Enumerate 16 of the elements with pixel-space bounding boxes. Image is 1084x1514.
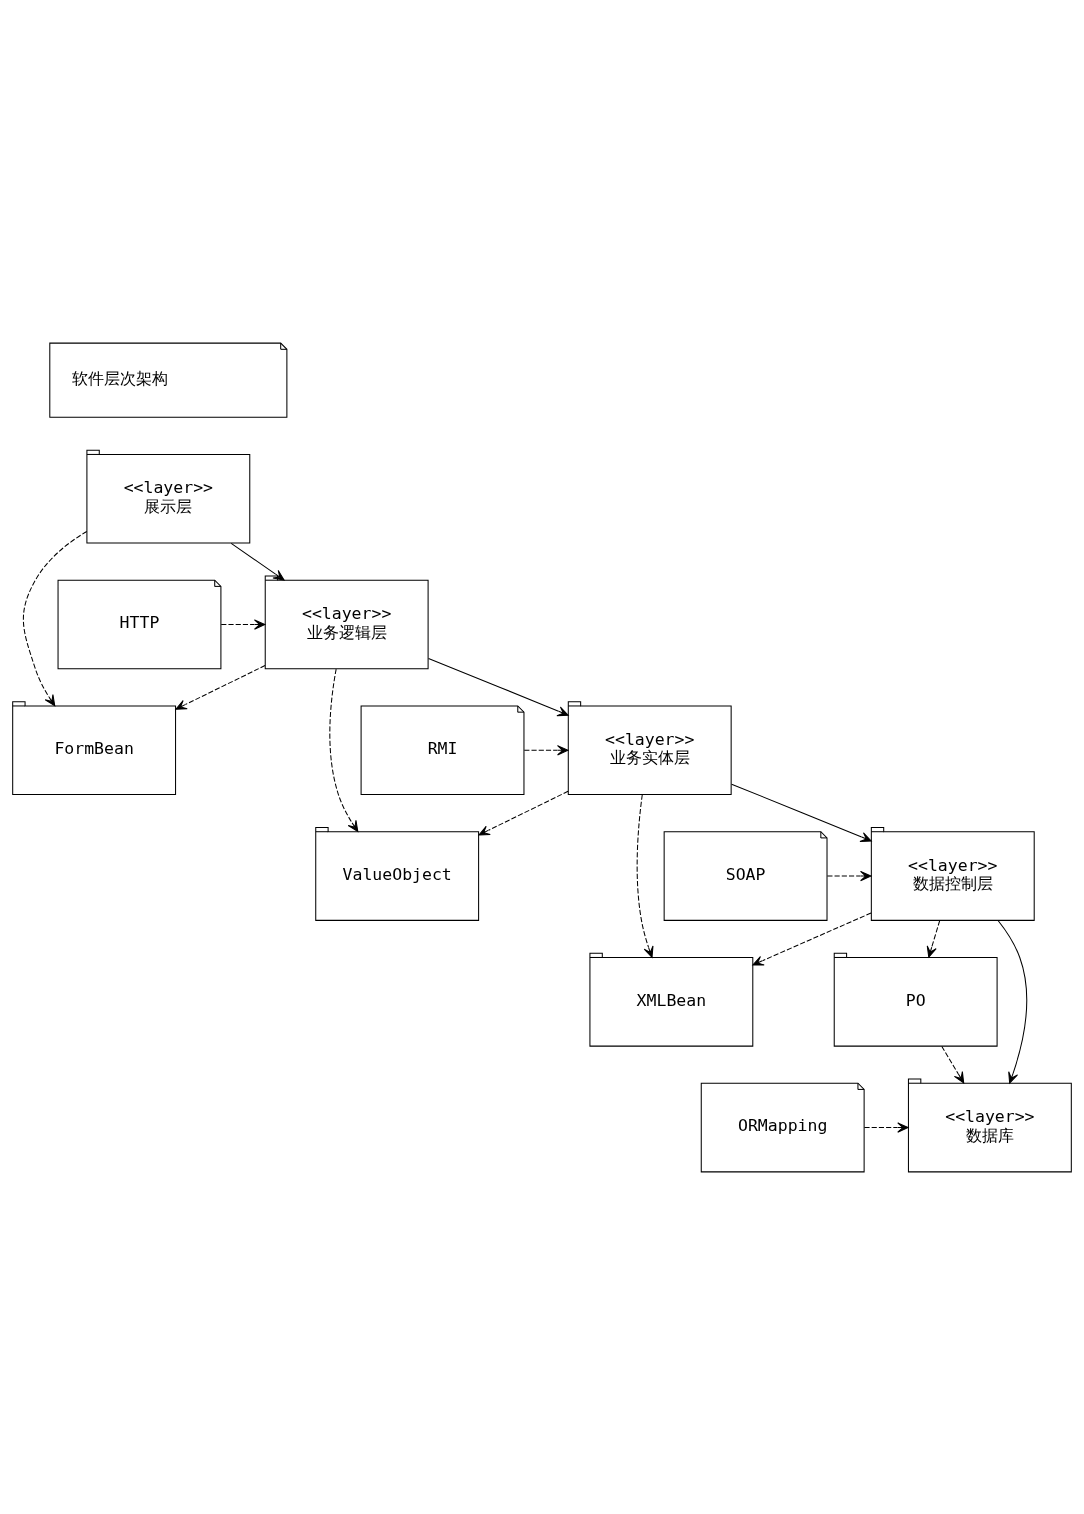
arrow [636, 793, 654, 958]
arrow [731, 783, 872, 842]
arrow [523, 744, 569, 755]
arrow [826, 870, 872, 881]
arrow [220, 618, 266, 630]
arrow [329, 668, 359, 832]
arrow [230, 542, 285, 581]
arrow [863, 1121, 909, 1133]
arrow [428, 657, 569, 716]
arrow [752, 912, 872, 966]
arrow [478, 790, 569, 835]
arrow [175, 664, 266, 710]
arrow [997, 919, 1028, 1084]
arrow [926, 919, 941, 958]
arrow [941, 1045, 965, 1083]
arrow [22, 530, 88, 706]
